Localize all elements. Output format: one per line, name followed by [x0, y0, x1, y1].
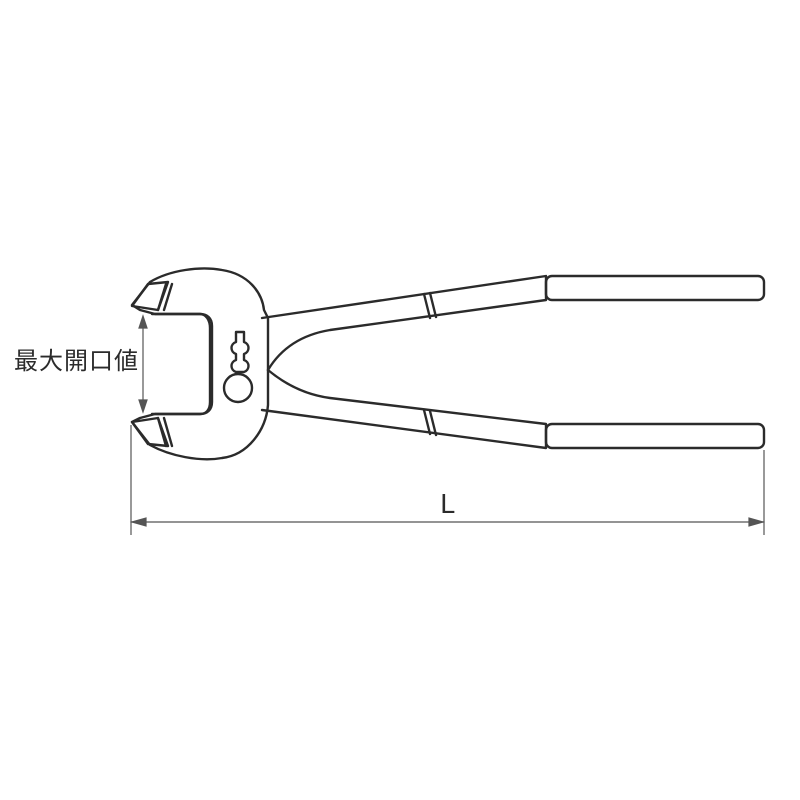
- pivot-circle: [222, 372, 254, 404]
- opening-arrow-bottom: [138, 399, 148, 414]
- lower-handle-band-2: [428, 409, 438, 437]
- upper-jaw-edge: [156, 282, 168, 312]
- upper-handle-band-2: [428, 291, 438, 319]
- upper-grip: [544, 274, 766, 302]
- length-label: L: [440, 490, 455, 520]
- lower-jaw-blade: [130, 416, 170, 448]
- lower-grip: [544, 422, 766, 450]
- head-outline: [130, 267, 270, 461]
- lower-handle: [260, 368, 548, 450]
- lower-handle-band: [422, 408, 432, 436]
- upper-handle-band: [422, 292, 432, 320]
- jaw-opening: [150, 312, 214, 416]
- upper-jaw-blade: [130, 280, 170, 312]
- length-arrow-right: [748, 517, 766, 527]
- lower-jaw-edge: [156, 416, 168, 448]
- max-opening-label: 最大開口値: [14, 346, 139, 376]
- lower-jaw-edge-2: [162, 416, 174, 448]
- length-arrow-left: [129, 517, 147, 527]
- upper-jaw-edge-2: [162, 282, 174, 312]
- opening-arrow-top: [138, 314, 148, 329]
- keyhole-slot: [230, 330, 250, 374]
- upper-handle: [260, 274, 548, 372]
